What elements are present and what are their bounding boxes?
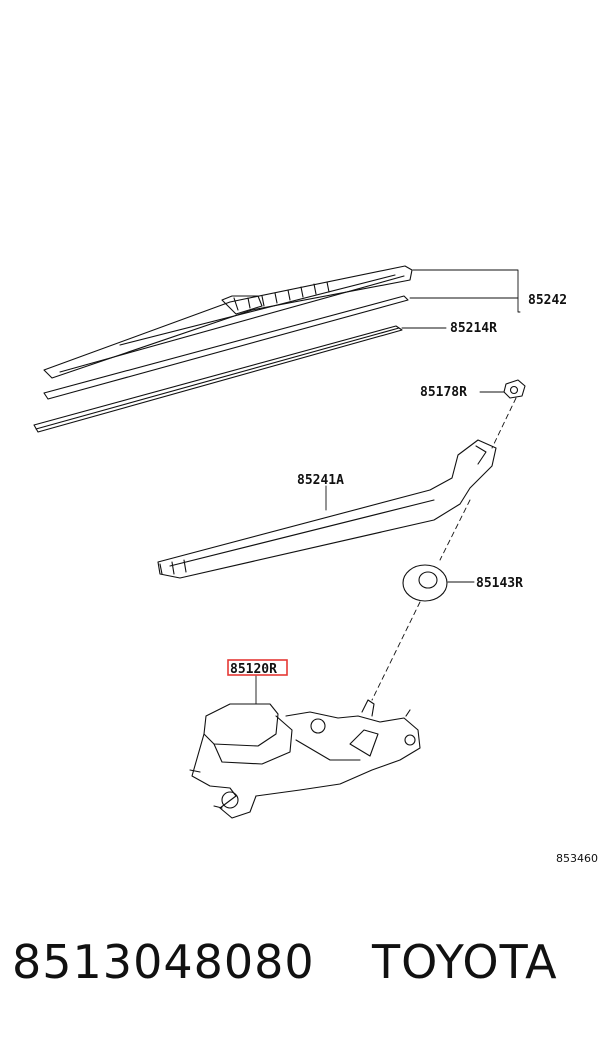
wiper-rubber-strip: [33, 325, 403, 433]
part-number: 8513048080: [12, 935, 315, 989]
wiper-arm: [157, 439, 497, 579]
wiper-motor: [189, 675, 421, 819]
footer: 8513048080 TOYOTA: [0, 935, 600, 1005]
callout-85214r: 85214R: [450, 321, 497, 336]
wiper-strip-upper: [43, 295, 409, 400]
leader-lines-blade: [401, 269, 521, 329]
diagram-reference: 853460: [556, 852, 598, 865]
callout-85143r: 85143R: [476, 576, 523, 591]
nut: [479, 379, 526, 399]
callout-85178r: 85178R: [420, 385, 467, 400]
callout-85120r: 85120R: [230, 662, 277, 677]
wiper-blade: [43, 265, 413, 379]
assembly-axis: [371, 397, 517, 701]
callout-85242: 85242: [528, 293, 567, 308]
highlight-box: [227, 659, 288, 676]
brand-name: TOYOTA: [372, 935, 558, 989]
wiper-cap: [402, 564, 475, 602]
callout-85241a: 85241A: [297, 473, 344, 488]
